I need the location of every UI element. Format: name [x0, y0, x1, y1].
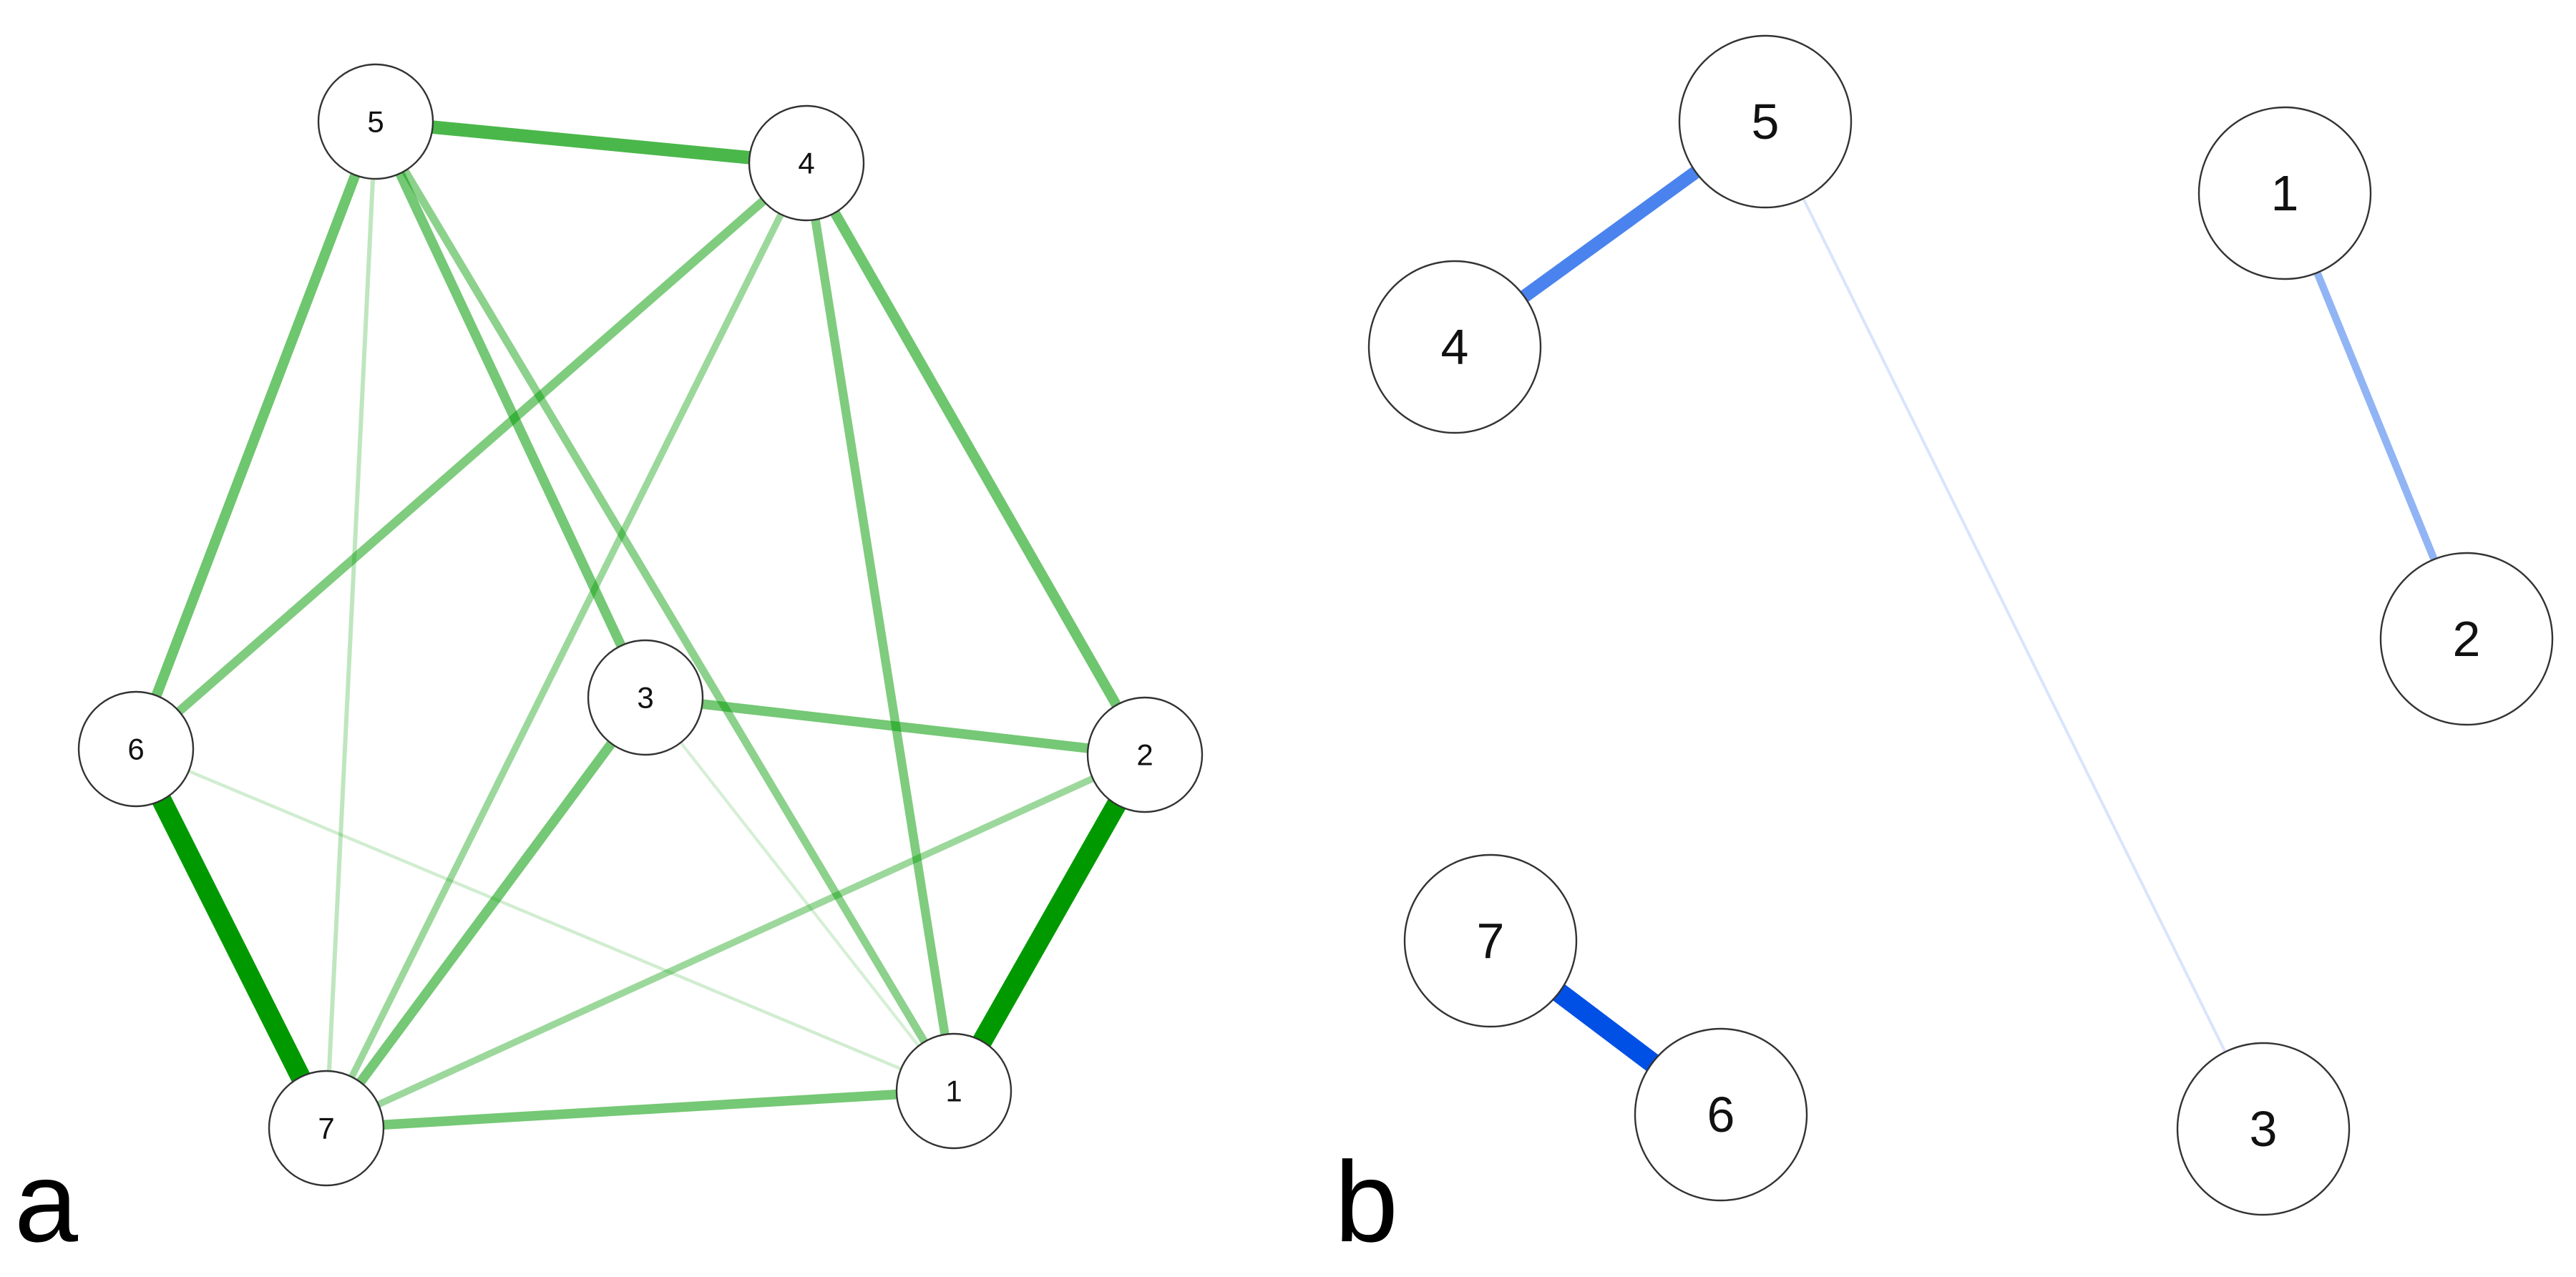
node-3: 3 [587, 639, 704, 756]
node-circle [1403, 853, 1578, 1028]
node-label: 4 [798, 147, 814, 180]
node-circle [1367, 260, 1542, 434]
edge-5-6 [131, 119, 381, 751]
node-5: 5 [1678, 34, 1853, 209]
node-circle [1634, 1027, 1808, 1202]
node-circle [2176, 1042, 2351, 1216]
node-circle [895, 1032, 1013, 1150]
node-circle [77, 690, 195, 808]
node-label: 2 [1136, 738, 1153, 772]
edge-6-1 [135, 747, 955, 1093]
edge-5-1 [372, 119, 957, 1093]
node-label: 7 [1477, 913, 1505, 969]
node-label: 2 [2453, 611, 2481, 667]
edge-6-7 [127, 744, 336, 1133]
node-6: 6 [77, 690, 195, 808]
node-label: 5 [1752, 94, 1780, 150]
node-3: 3 [2176, 1042, 2351, 1216]
edge-3-7 [322, 694, 650, 1132]
edge-4-6 [132, 160, 810, 753]
node-1: 1 [2197, 106, 2372, 280]
node-6: 6 [1634, 1027, 1808, 1202]
node-label: 7 [318, 1112, 334, 1145]
node-circle [2197, 106, 2372, 280]
edge-4-1 [801, 162, 959, 1092]
node-label: 1 [2271, 165, 2299, 221]
edge-2-1 [945, 750, 1154, 1096]
node-label: 4 [1441, 319, 1469, 375]
panel-a-network: 5 4 6 3 2 7 1 a [14, 63, 1204, 1266]
panel-a-label: a [14, 1137, 78, 1266]
edge-2-7 [325, 751, 1146, 1132]
edge-5-4 [375, 114, 807, 170]
edge-4-7 [323, 161, 810, 1130]
edge-3-2 [645, 693, 1146, 760]
node-circle [587, 639, 704, 756]
panel-b-network: 5 4 1 2 7 6 3 b [1335, 34, 2554, 1266]
node-4: 4 [748, 104, 865, 222]
edge-4-2 [801, 160, 1150, 758]
node-label: 6 [1707, 1087, 1735, 1143]
node-circle [2379, 552, 2554, 726]
panel-b-nodes: 5 4 1 2 7 6 3 [1367, 34, 2554, 1216]
node-circle [317, 63, 434, 180]
panel-b-label: b [1335, 1137, 1398, 1266]
node-1: 1 [895, 1032, 1013, 1150]
node-circle [1678, 34, 1853, 209]
edge-5-7 [324, 121, 378, 1129]
node-4: 4 [1367, 260, 1542, 434]
edge-5-3 [1764, 121, 2265, 1130]
node-5: 5 [317, 63, 434, 180]
node-label: 3 [2250, 1101, 2278, 1157]
node-label: 1 [945, 1075, 962, 1108]
node-7: 7 [268, 1070, 385, 1187]
node-circle [268, 1070, 385, 1187]
node-label: 3 [637, 681, 653, 715]
node-label: 6 [127, 733, 144, 766]
node-circle [1086, 696, 1204, 813]
panel-a-nodes: 5 4 6 3 2 7 1 [77, 63, 1204, 1187]
edge-5-3 [371, 119, 650, 700]
edge-7-1 [326, 1086, 955, 1133]
node-circle [748, 104, 865, 222]
node-7: 7 [1403, 853, 1578, 1028]
node-2: 2 [1086, 696, 1204, 813]
node-2: 2 [2379, 552, 2554, 726]
edge-3-1 [644, 696, 955, 1092]
panel-a-edges [127, 114, 1154, 1133]
node-label: 5 [367, 105, 384, 139]
